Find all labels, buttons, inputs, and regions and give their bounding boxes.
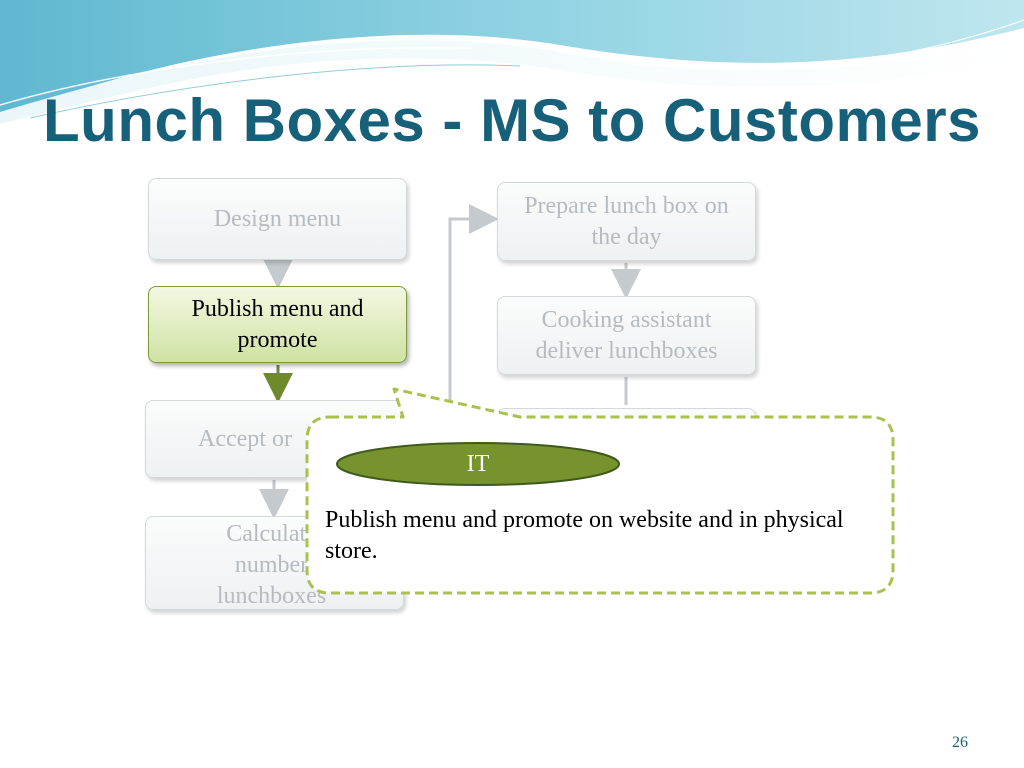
callout-description: Publish menu and promote on website and … xyxy=(325,507,844,564)
flow-box-design-menu[interactable]: Design menu xyxy=(148,178,407,260)
flow-box-prepare-lunch-box[interactable]: Prepare lunch box on the day xyxy=(497,182,756,261)
flow-box-cooking-assistant[interactable]: Cooking assistant deliver lunchboxes xyxy=(497,296,756,375)
it-role-badge: IT xyxy=(466,450,490,477)
flow-box-label: Calculate number lunchboxes xyxy=(216,521,327,609)
wave-header-decoration xyxy=(0,0,1024,124)
flow-box-label: Accept or xyxy=(198,425,292,452)
flow-box-label: Design menu xyxy=(213,205,342,232)
flow-box-label: Publish menu and promote xyxy=(191,295,364,353)
flow-box-publish-menu[interactable]: Publish menu and promote xyxy=(148,286,407,363)
it-badge-shape xyxy=(336,442,620,486)
slide-title: Lunch Boxes - MS to Customers xyxy=(43,87,981,154)
arrow-to-prepare xyxy=(448,204,499,405)
flow-box-label: Cooking assistant deliver lunchboxes xyxy=(535,306,718,364)
flow-box-label: Prepare lunch box on the day xyxy=(524,192,729,250)
callout-content: IT Publish menu and promote on website a… xyxy=(305,417,893,592)
page-number: 26 xyxy=(952,734,968,751)
